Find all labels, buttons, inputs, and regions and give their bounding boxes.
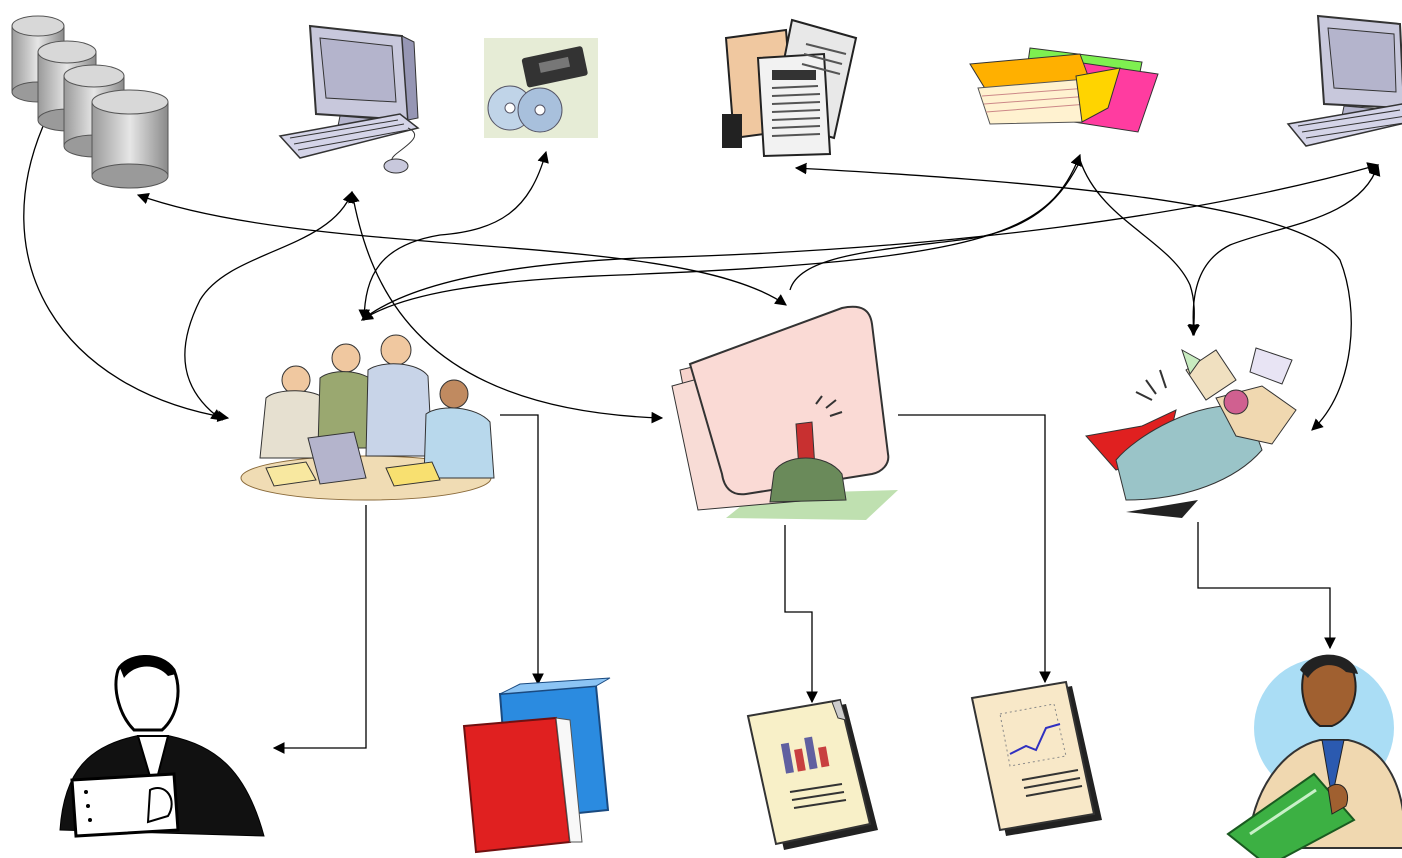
rushing-businessman-icon bbox=[1085, 347, 1297, 518]
connector-folders-rushing bbox=[1079, 159, 1200, 337]
desktop-computer-icon bbox=[278, 24, 420, 174]
connector-team-reader bbox=[272, 505, 367, 754]
connector-media-team bbox=[358, 150, 549, 322]
database-cylinders-icon bbox=[11, 15, 169, 189]
connector-lines bbox=[23, 113, 1381, 754]
connector-carrier-folders bbox=[789, 164, 1079, 291]
bar-chart-document-icon bbox=[746, 698, 878, 850]
team-meeting-icon bbox=[240, 334, 495, 501]
cd-and-cassette-icon bbox=[484, 38, 598, 138]
desktop-computer-icon bbox=[1286, 14, 1402, 147]
connector-computer-right-team bbox=[361, 162, 1380, 321]
colored-folders-icon bbox=[969, 47, 1159, 133]
connector-computer-team bbox=[184, 190, 354, 421]
connector-computer-right-rushing bbox=[1187, 163, 1381, 337]
binders-icon bbox=[462, 677, 611, 854]
connector-carrier-bar-report bbox=[784, 525, 818, 704]
newspaper-documents-icon bbox=[722, 18, 858, 158]
connector-databases-team bbox=[23, 113, 230, 423]
connector-team-binders bbox=[500, 414, 544, 686]
connector-rushing-report-man bbox=[1197, 522, 1336, 650]
man-holding-report-icon bbox=[1226, 654, 1402, 858]
man-reading-tablet-icon bbox=[59, 655, 265, 838]
line-chart-document-icon bbox=[970, 680, 1102, 836]
person-carrying-folder-icon bbox=[671, 305, 898, 520]
connector-carrier-line-report bbox=[898, 414, 1051, 684]
